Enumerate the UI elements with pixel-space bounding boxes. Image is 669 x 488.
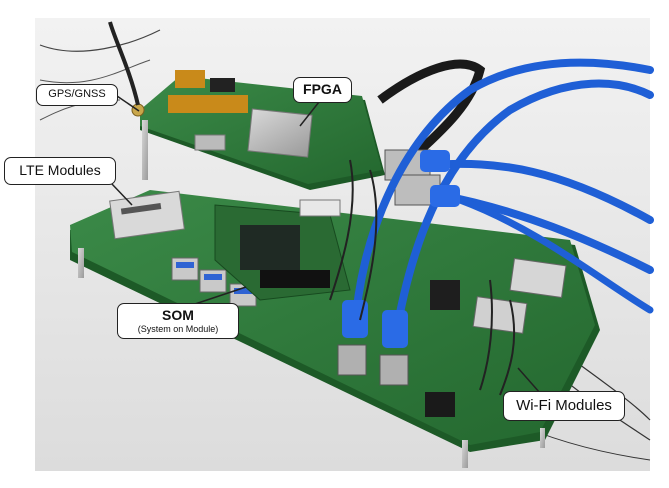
lte-modules-label: LTE Modules xyxy=(4,157,116,185)
fpga-label: FPGA xyxy=(293,77,352,103)
dc-jack xyxy=(425,392,455,417)
gps-gnss-label: GPS/GNSS xyxy=(36,84,118,106)
ribbon-cable xyxy=(377,59,486,164)
blue-plugs xyxy=(342,150,460,348)
blue-ethernet-cables xyxy=(351,58,654,344)
som-label: SOM (System on Module) xyxy=(117,303,239,339)
fpga-board xyxy=(108,21,385,190)
wifi-modules xyxy=(430,257,567,334)
som-board xyxy=(214,199,351,301)
callout-leaders xyxy=(110,95,541,394)
carrier-board xyxy=(70,190,600,468)
wifi-modules-label: Wi-Fi Modules xyxy=(503,391,625,421)
antenna-cables xyxy=(329,159,516,396)
lte-module xyxy=(109,190,185,240)
